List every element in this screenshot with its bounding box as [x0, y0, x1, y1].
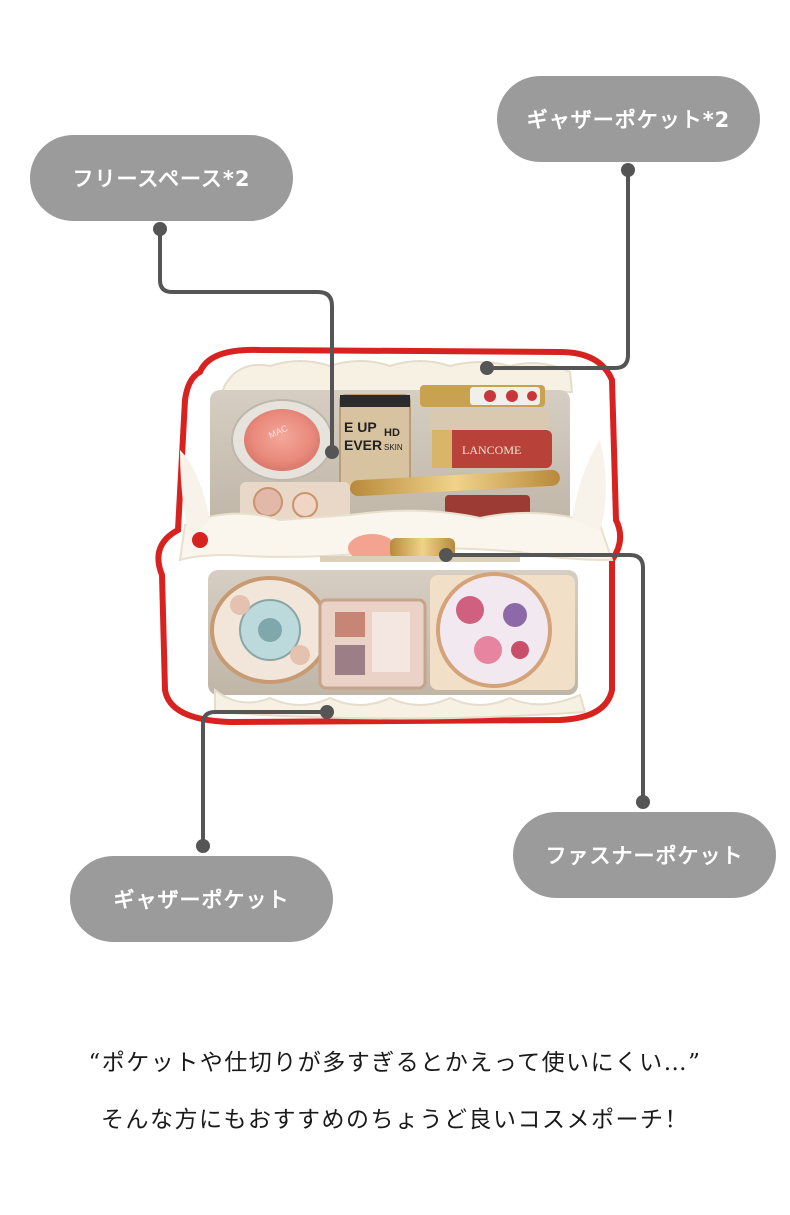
zipper-pull [192, 532, 208, 548]
caption-line-2: そんな方にもおすすめのちょうど良いコスメポーチ！ [101, 1107, 689, 1133]
leader-gather-pocket [201, 710, 329, 848]
dot-free-space-end [325, 445, 339, 459]
lipstick-tube-2 [430, 410, 550, 432]
foundation-print-3: HD [384, 427, 400, 439]
leader-gather-pocket-2 [485, 168, 630, 370]
ornate-compact-left [210, 576, 330, 684]
dot-gather-start [320, 705, 334, 719]
foundation-print-4: SKIN [384, 443, 403, 452]
foundation-print-1: E UP [344, 419, 377, 435]
lipstick-brand-text: LANCOME [462, 443, 521, 457]
leader-free-space [158, 227, 334, 454]
dot-free-space-start [153, 222, 167, 236]
label-gather-pocket: ギャザーポケット [70, 856, 333, 942]
flower-palette-peek [240, 482, 350, 524]
floral-compact-right [430, 572, 575, 690]
caption-line-1: “ポケットや仕切りが多すぎるとかえって使いにくい…” [88, 1050, 702, 1076]
palette-middle [318, 598, 427, 690]
gold-brush [350, 469, 560, 497]
foundation-print-2: EVER [344, 437, 382, 453]
label-fastener-pocket: ファスナーポケット [513, 812, 776, 898]
kabuki-brush [320, 534, 520, 562]
label-gather-pocket-2: ギャザーポケット*2 [497, 76, 760, 162]
blush-pan [244, 409, 320, 471]
leader-fastener-pocket [444, 553, 645, 804]
label-free-space: フリースペース*2 [30, 135, 293, 221]
dot-gather2-end [480, 361, 494, 375]
dot-gather-end [196, 839, 210, 853]
lip-gloss [432, 430, 552, 468]
dot-fastener-start [439, 548, 453, 562]
dot-fastener-end [636, 795, 650, 809]
middle-divider [178, 509, 614, 562]
dot-gather2-start [621, 163, 635, 177]
foundation-cap [340, 395, 410, 407]
